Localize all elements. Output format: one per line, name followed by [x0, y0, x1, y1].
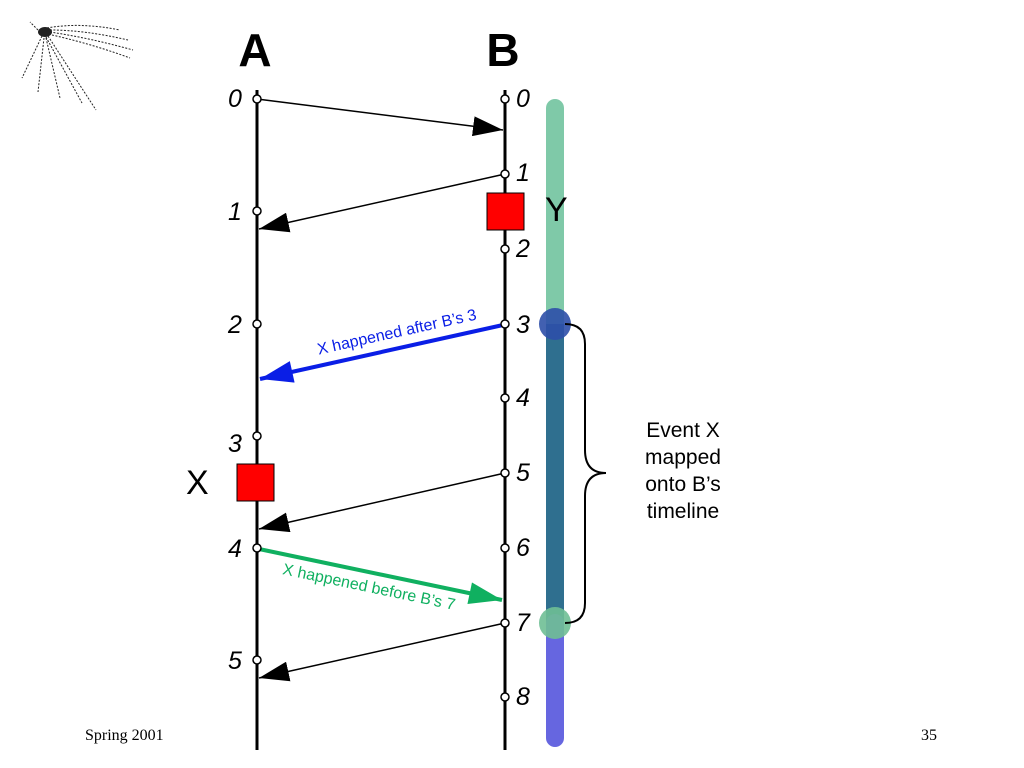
tick-b-label-7: 7 — [516, 609, 531, 637]
tick-b-label-4: 4 — [516, 384, 530, 412]
mapping-note: Event X mapped onto B’s timeline — [645, 419, 721, 523]
tick-b-4 — [500, 393, 510, 403]
process-a-ticks: 0 1 2 3 4 5 — [227, 85, 262, 675]
tick-b-label-5: 5 — [516, 459, 530, 487]
tick-b-label-6: 6 — [516, 534, 530, 562]
tick-a-label-1: 1 — [228, 198, 242, 226]
tick-b-8 — [500, 692, 510, 702]
tick-a-label-3: 3 — [228, 430, 242, 458]
message-b5-to-a — [258, 472, 506, 533]
note-line-1: Event X — [646, 419, 720, 442]
tick-a-3 — [252, 431, 262, 441]
message-a0-to-b — [256, 98, 504, 137]
tick-b-label-3: 3 — [516, 311, 530, 339]
tick-a-label-4: 4 — [228, 535, 242, 563]
tick-a-0 — [252, 94, 262, 104]
process-b-ticks: 0 1 2 3 4 5 6 7 8 — [500, 85, 531, 711]
note-line-3: onto B’s — [645, 473, 721, 496]
mapping-brace — [564, 323, 607, 624]
label-before-b7: X happened before B’s 7 — [281, 561, 457, 614]
note-line-4: timeline — [647, 500, 719, 523]
tick-a-label-0: 0 — [228, 85, 242, 113]
tick-a-2 — [252, 319, 262, 329]
message-b7-to-a — [258, 622, 506, 682]
process-a-title: A — [238, 24, 271, 76]
tick-b-0 — [500, 94, 510, 104]
tick-b-1 — [500, 169, 510, 179]
event-x-box — [236, 463, 275, 502]
tick-a-4 — [252, 543, 262, 553]
event-y-box — [486, 192, 525, 231]
tick-b-2 — [500, 244, 510, 254]
tick-b-5 — [500, 468, 510, 478]
tick-a-label-2: 2 — [227, 311, 242, 339]
tick-b-3 — [500, 319, 510, 329]
arrow-after-b3 — [259, 323, 504, 383]
message-b1-to-a — [258, 173, 506, 233]
mosquito-sketch-icon — [21, 21, 134, 111]
tick-b-6 — [500, 543, 510, 553]
event-y-label: Y — [545, 191, 568, 229]
tick-b-label-0: 0 — [516, 85, 530, 113]
page-number: 35 — [921, 727, 937, 744]
label-after-b3: X happened after B’s 3 — [316, 307, 478, 359]
tick-b-label-1: 1 — [516, 159, 530, 187]
tick-a-1 — [252, 206, 262, 216]
footer-left: Spring 2001 — [85, 727, 164, 744]
tick-b-7 — [500, 618, 510, 628]
band-start-marker — [539, 308, 571, 340]
arrow-before-b7 — [258, 547, 503, 604]
note-line-2: mapped — [645, 446, 721, 469]
band-end-marker — [539, 607, 571, 639]
tick-a-label-5: 5 — [228, 647, 242, 675]
tick-b-label-8: 8 — [516, 683, 530, 711]
tick-a-5 — [252, 655, 262, 665]
process-b-title: B — [486, 24, 519, 76]
tick-b-label-2: 2 — [515, 235, 530, 263]
event-x-label: X — [186, 464, 209, 502]
mapping-band — [539, 99, 571, 747]
